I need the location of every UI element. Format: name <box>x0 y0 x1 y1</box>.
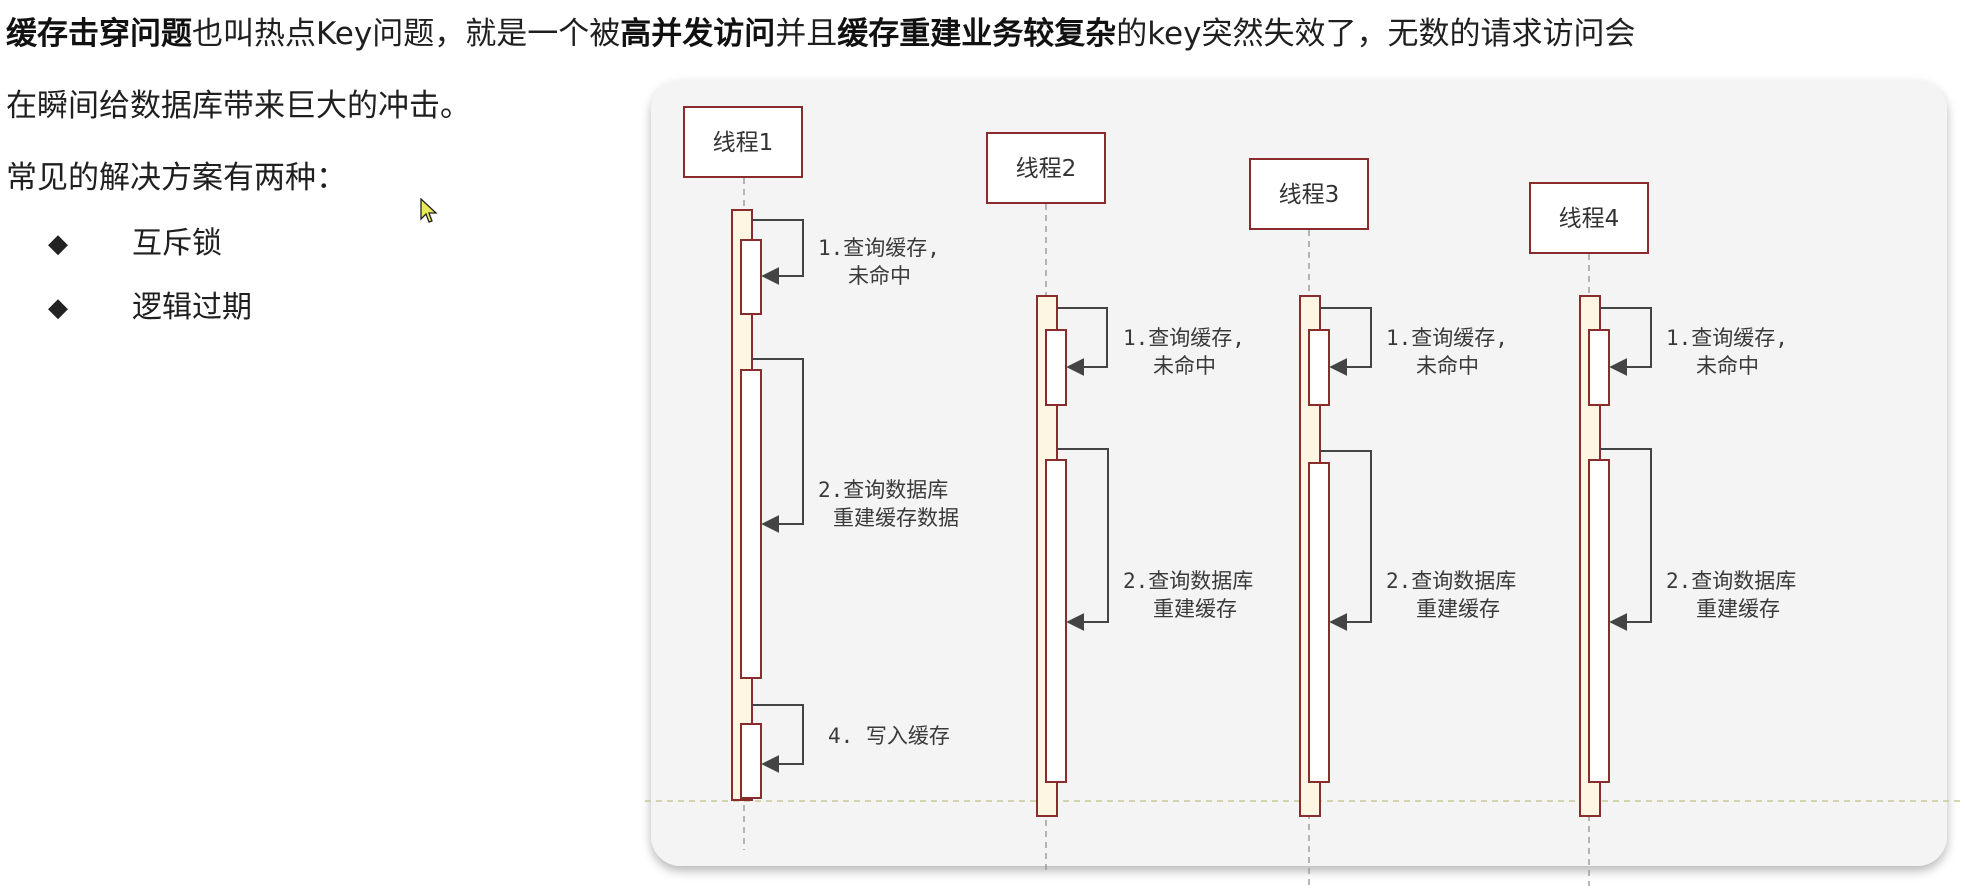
bullet-mutex-lock: ◆ 互斥锁 <box>48 224 222 264</box>
step-label: 重建缓存 <box>1416 597 1500 621</box>
activation-inner <box>740 723 762 799</box>
intro-line-1: 缓存击穿问题也叫热点Key问题，就是一个被高并发访问并且缓存重建业务较复杂的ke… <box>6 12 1635 56</box>
term-high-concurrency: 高并发访问 <box>620 16 776 52</box>
self-call-arrow <box>1600 307 1652 376</box>
diamond-bullet-icon: ◆ <box>48 293 68 323</box>
mouse-cursor-icon <box>420 198 438 223</box>
activation-inner <box>1308 462 1330 783</box>
activation-inner <box>1045 459 1067 783</box>
bullet-label: 互斥锁 <box>132 226 222 261</box>
self-call-arrow <box>752 358 804 533</box>
bullet-logical-expire: ◆ 逻辑过期 <box>48 288 252 328</box>
activation-inner <box>1588 329 1610 406</box>
step-label: 未命中 <box>1696 354 1759 378</box>
activation-inner <box>1308 329 1330 406</box>
intro-text-1: 也叫热点Key问题，就是一个被 <box>192 16 621 52</box>
self-call-arrow <box>1057 448 1109 631</box>
self-call-arrow <box>1320 450 1372 631</box>
step-label: 重建缓存 <box>1696 597 1780 621</box>
step-label: 重建缓存 <box>1153 597 1237 621</box>
diamond-bullet-icon: ◆ <box>48 229 68 259</box>
self-call-arrow <box>1320 307 1372 376</box>
step-label: 重建缓存数据 <box>833 506 959 530</box>
step-label: 1.查询缓存, <box>1386 326 1508 350</box>
thread-box <box>986 132 1106 204</box>
step-label: 2.查询数据库 <box>1123 569 1253 593</box>
intro-text-2: 并且 <box>775 16 838 52</box>
thread-label: 线程2 <box>1016 156 1077 182</box>
activation-inner <box>1045 329 1067 406</box>
activation-inner <box>740 239 762 315</box>
thread-label: 线程4 <box>1559 206 1620 232</box>
thread-4: 线程4 1.查询缓存, 未命中 2.查询数据库 重建缓存 <box>1529 182 1796 886</box>
self-call-arrow <box>752 704 804 773</box>
term-complex-rebuild: 缓存重建业务较复杂 <box>837 16 1117 52</box>
thread-box <box>683 106 803 178</box>
thread-box <box>1529 182 1649 254</box>
thread-label: 线程1 <box>713 130 774 156</box>
step-label: 1.查询缓存, <box>1123 326 1245 350</box>
term-cache-breakdown: 缓存击穿问题 <box>6 16 192 52</box>
activation-inner <box>740 369 762 679</box>
self-call-arrow <box>752 219 804 285</box>
bullet-label: 逻辑过期 <box>132 290 252 325</box>
step-label: 未命中 <box>1416 354 1479 378</box>
intro-text-3: 的key突然失效了，无数的请求访问会 <box>1116 16 1636 52</box>
step-label: 2.查询数据库 <box>1386 569 1516 593</box>
thread-3: 线程3 1.查询缓存, 未命中 2.查询数据库 重建缓存 <box>1249 158 1516 886</box>
thread-box <box>1249 158 1369 230</box>
step-label: 未命中 <box>848 264 911 288</box>
step-label: 未命中 <box>1153 354 1216 378</box>
step-label: 4. 写入缓存 <box>828 724 950 748</box>
step-label: 2.查询数据库 <box>818 478 948 502</box>
step-label: 1.查询缓存, <box>818 236 940 260</box>
self-call-arrow <box>1600 448 1652 631</box>
thread-1: 线程1 1.查询缓存, 未命中 2.查询数据库 重建缓存数据 4. 写入缓存 <box>683 106 959 850</box>
activation-inner <box>1588 459 1610 783</box>
intro-line-2: 在瞬间给数据库带来巨大的冲击。 <box>6 88 471 124</box>
step-label: 2.查询数据库 <box>1666 569 1796 593</box>
self-call-arrow <box>1057 307 1108 376</box>
step-label: 1.查询缓存, <box>1666 326 1788 350</box>
solutions-heading: 常见的解决方案有两种： <box>6 160 347 196</box>
thread-label: 线程3 <box>1279 182 1340 208</box>
thread-2: 线程2 1.查询缓存, 未命中 2.查询数据库 重建缓存 <box>986 132 1253 870</box>
